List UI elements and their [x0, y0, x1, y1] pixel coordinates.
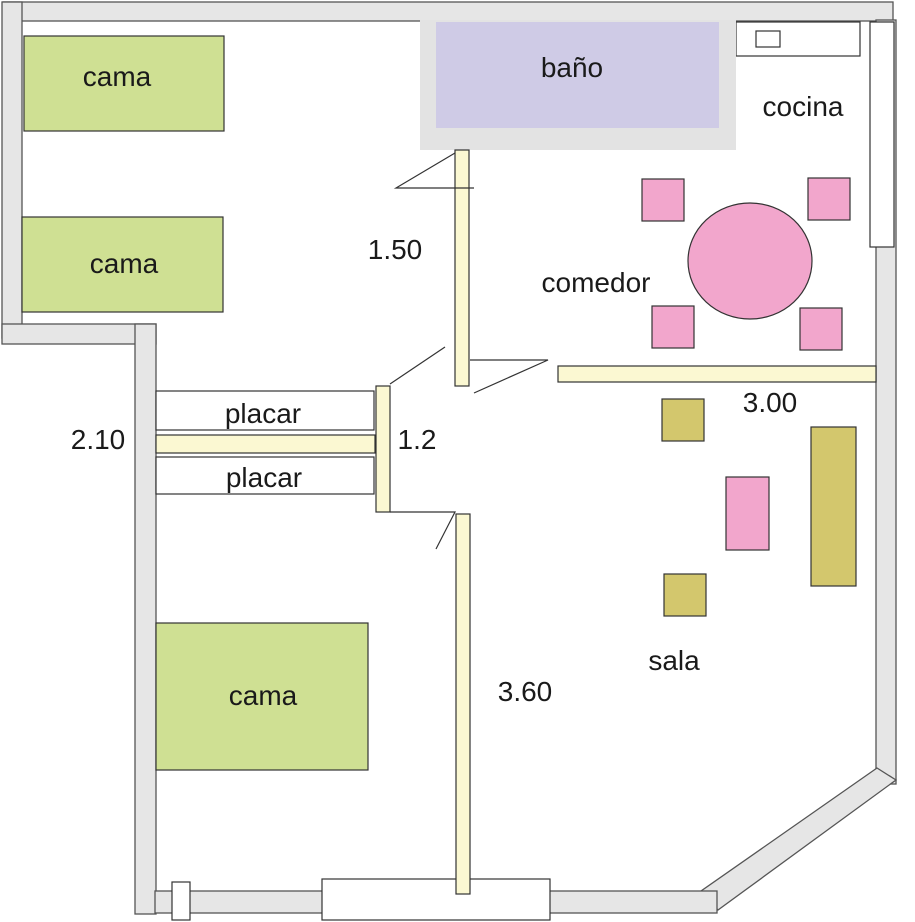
door-swing-4 [390, 511, 456, 550]
dimension-label: 2.10 [71, 424, 126, 455]
dimension-label: 1.2 [398, 424, 437, 455]
partition-upper [454, 149, 470, 387]
kitchen-counter-top [735, 21, 861, 57]
dimension-label: 3.00 [743, 387, 798, 418]
window-bottom [321, 878, 551, 921]
window-bottom-small [171, 881, 191, 921]
wall-left-upper [1, 1, 23, 339]
bed-3-label: cama [229, 680, 298, 711]
bed-1 [23, 35, 225, 132]
bathroom [436, 22, 719, 128]
bed-1-label: cama [83, 61, 152, 92]
wall-diagonal [700, 767, 898, 911]
chair-3 [651, 305, 695, 349]
partition-closet-end [375, 385, 391, 513]
bed-2 [21, 216, 224, 313]
closet-2-label: placar [226, 462, 302, 493]
coffee-table [725, 476, 770, 551]
room-label-dining: comedor [542, 267, 651, 298]
chair-4 [799, 307, 843, 351]
chair-1 [641, 178, 685, 222]
partitions [375, 149, 877, 895]
door-swings [389, 152, 549, 550]
closet-1 [155, 390, 375, 431]
closet-2 [155, 456, 375, 495]
wall-top [2, 1, 894, 22]
door-swing-2 [389, 346, 446, 385]
door-swing-1 [393, 152, 474, 189]
chair-2 [807, 177, 851, 221]
closet-divider [155, 434, 376, 454]
armchair-1 [661, 398, 705, 442]
bed-2-label: cama [90, 248, 159, 279]
room-label-kitchen: cocina [763, 91, 844, 122]
closet-1-label: placar [225, 398, 301, 429]
kitchen-counter [869, 21, 895, 248]
wall-step [1, 323, 157, 345]
dining-table [687, 202, 813, 320]
sink-icon [755, 30, 781, 48]
sofa [810, 426, 857, 587]
room-label-living: sala [648, 645, 700, 676]
door-swing-3 [470, 359, 549, 394]
room-label-bath: baño [541, 52, 603, 83]
armchair-2 [663, 573, 707, 617]
dimension-label: 3.60 [498, 676, 553, 707]
partition-lower [455, 513, 471, 895]
partition-horizontal [557, 365, 877, 383]
wall-left-lower [134, 323, 157, 915]
dimension-label: 1.50 [368, 234, 423, 265]
bed-3 [155, 622, 369, 771]
